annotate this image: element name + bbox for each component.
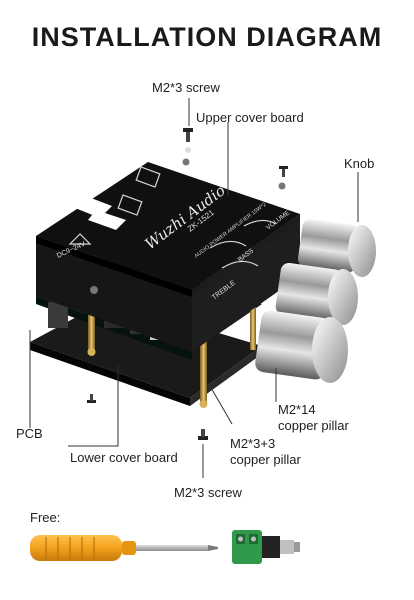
bottom-screw <box>198 429 208 440</box>
upper-cover-board: Wuzhi Audio ZK-1521 AUDIO POWER AMPLIFIE… <box>36 147 300 302</box>
knob-treble <box>255 310 348 383</box>
page-title: INSTALLATION DIAGRAM <box>31 22 383 52</box>
label-pillar-3-line1: M2*3+3 <box>230 436 276 451</box>
copper-pillar <box>250 300 256 350</box>
label-pillar-14-line1: M2*14 <box>278 402 316 417</box>
copper-pillar <box>88 296 95 350</box>
copper-pillar <box>200 330 207 402</box>
label-knob: Knob <box>344 156 375 171</box>
board-front <box>192 214 300 352</box>
screwdriver <box>30 535 218 561</box>
panel-icons <box>68 166 277 269</box>
board-side <box>36 236 192 352</box>
label-pcb: PCB <box>16 426 43 441</box>
knob-volume <box>297 219 376 277</box>
label-pillar-14-line2: copper pillar <box>278 418 349 433</box>
copper-pillars <box>87 296 256 408</box>
label-upper-cover: Upper cover board <box>196 110 304 125</box>
label-lower-cover: Lower cover board <box>70 450 178 465</box>
knob-bass <box>275 262 358 325</box>
top-right-screw <box>279 166 288 177</box>
dc-connector <box>232 530 300 564</box>
knobs <box>255 219 376 383</box>
label-top-screw: M2*3 screw <box>152 80 220 95</box>
top-screw <box>183 128 193 142</box>
lower-left-screw <box>87 394 96 403</box>
leader-lines <box>29 98 359 478</box>
label-bottom-screw: M2*3 screw <box>174 485 242 500</box>
label-free: Free: <box>30 510 61 525</box>
dc-jack <box>48 302 68 328</box>
screws <box>87 128 288 440</box>
label-pillar-3-line2: copper pillar <box>230 452 301 467</box>
